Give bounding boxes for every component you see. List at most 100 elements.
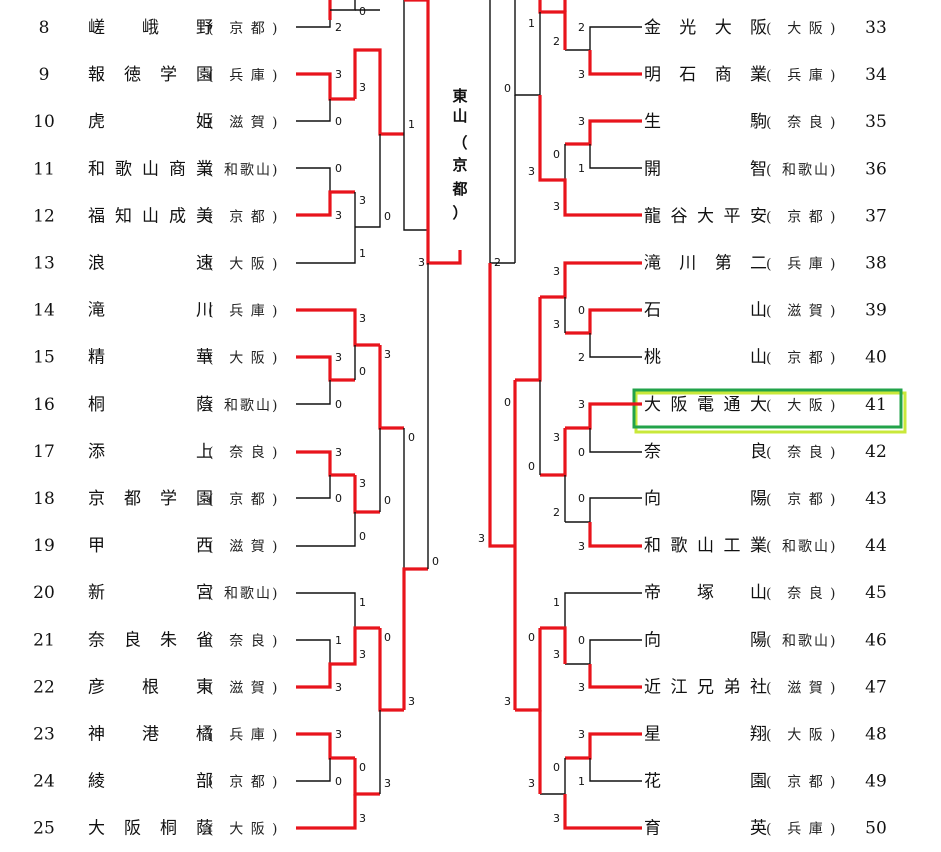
- score: 1: [359, 596, 366, 609]
- score: 3: [578, 681, 585, 694]
- score: 3: [578, 398, 585, 411]
- champion-char: ）: [452, 204, 467, 222]
- team-number: 11: [33, 159, 55, 179]
- team-prefecture: (奈良): [208, 633, 277, 649]
- score: 0: [578, 492, 585, 505]
- score: 2: [553, 35, 560, 48]
- team-row-34[interactable]: 明石商業(兵庫)34: [644, 65, 887, 85]
- team-name: 奈良: [644, 442, 767, 462]
- team-prefecture: (和歌山): [766, 162, 835, 178]
- score: 3: [553, 812, 560, 825]
- team-prefecture: (京都): [766, 492, 835, 508]
- team-number: 20: [33, 583, 55, 603]
- score: 3: [384, 348, 391, 361]
- team-number: 40: [865, 348, 887, 368]
- team-prefecture: (兵庫): [208, 303, 277, 320]
- team-name: 明石商業: [644, 65, 767, 85]
- champion-char: 都: [451, 180, 467, 198]
- team-row-37[interactable]: 龍谷大平安(京都)37: [644, 206, 887, 226]
- champion-char: 東: [452, 87, 467, 105]
- team-number: 17: [33, 442, 55, 462]
- right-bracket-lines: [488, 0, 642, 830]
- score: 3: [335, 209, 342, 222]
- team-name: 金光大阪: [644, 18, 767, 38]
- team-row-38[interactable]: 滝川第二(兵庫)38: [644, 254, 887, 274]
- team-row-33[interactable]: 金光大阪(大阪)33: [644, 18, 887, 38]
- score: 0: [384, 631, 391, 644]
- team-name: 向陽: [644, 630, 767, 650]
- score: 3: [578, 540, 585, 553]
- score: 0: [335, 492, 342, 505]
- score: 1: [578, 775, 585, 788]
- team-row-46[interactable]: 向陽(和歌山)46: [644, 630, 887, 650]
- team-prefecture: (大阪): [208, 257, 277, 273]
- team-prefecture: (兵庫): [766, 67, 835, 84]
- team-prefecture: (奈良): [766, 445, 835, 461]
- score: 2: [494, 256, 501, 269]
- score: 3: [359, 312, 366, 325]
- team-row-48[interactable]: 星翔(大阪)48: [644, 725, 887, 745]
- score: 3: [359, 194, 366, 207]
- team-name: 奈良朱雀: [88, 630, 213, 650]
- team-name: 新宮: [88, 583, 213, 603]
- score: 0: [359, 5, 366, 18]
- team-prefecture: (滋賀): [208, 680, 277, 696]
- team-prefecture: (滋賀): [208, 539, 277, 555]
- team-name: 大阪電通大: [644, 395, 767, 415]
- score: 1: [335, 634, 342, 647]
- team-row-42[interactable]: 奈良(奈良)42: [644, 442, 887, 462]
- team-row-45[interactable]: 帝塚山(奈良)45: [644, 583, 887, 603]
- team-number: 33: [865, 18, 887, 38]
- team-name: 精華: [88, 348, 213, 368]
- team-prefecture: (滋賀): [766, 304, 835, 320]
- team-row-21[interactable]: 21 奈良朱雀(奈良): [33, 630, 277, 650]
- score: 1: [553, 596, 560, 609]
- team-number: 16: [33, 395, 55, 415]
- team-row-40[interactable]: 桃山(京都)40: [644, 348, 887, 368]
- score: 0: [335, 398, 342, 411]
- team-number: 21: [33, 630, 55, 650]
- team-name: 和歌山商業: [88, 159, 213, 179]
- score: 3: [335, 68, 342, 81]
- team-row-44[interactable]: 和歌山工業(和歌山)44: [644, 536, 887, 556]
- score: 2: [578, 351, 585, 364]
- team-number: 18: [33, 489, 55, 509]
- team-row-35[interactable]: 生駒(奈良)35: [644, 112, 887, 132]
- team-row-47[interactable]: 近江兄弟社(滋賀)47: [644, 677, 887, 697]
- team-row-49[interactable]: 花園(京都)49: [644, 772, 887, 792]
- team-row-41[interactable]: 大阪電通大(大阪)41: [644, 395, 887, 415]
- team-name: 向陽: [644, 489, 767, 509]
- team-name: 福知山成美: [88, 206, 213, 226]
- team-name: 開智: [644, 159, 767, 179]
- team-row-43[interactable]: 向陽(京都)43: [644, 489, 887, 509]
- score: 3: [384, 777, 391, 790]
- team-row-50[interactable]: 育英(兵庫)50: [644, 819, 887, 839]
- score: 3: [528, 777, 535, 790]
- team-name: 甲西: [88, 536, 213, 556]
- score: 3: [478, 532, 485, 545]
- score: 1: [359, 247, 366, 260]
- team-row-36[interactable]: 開智(和歌山)36: [644, 159, 887, 179]
- team-name: 大阪桐蔭: [88, 819, 213, 839]
- team-number: 8: [39, 18, 50, 38]
- highlight-box-team-41[interactable]: [632, 388, 903, 429]
- team-row-39[interactable]: 石山(滋賀)39: [644, 301, 887, 321]
